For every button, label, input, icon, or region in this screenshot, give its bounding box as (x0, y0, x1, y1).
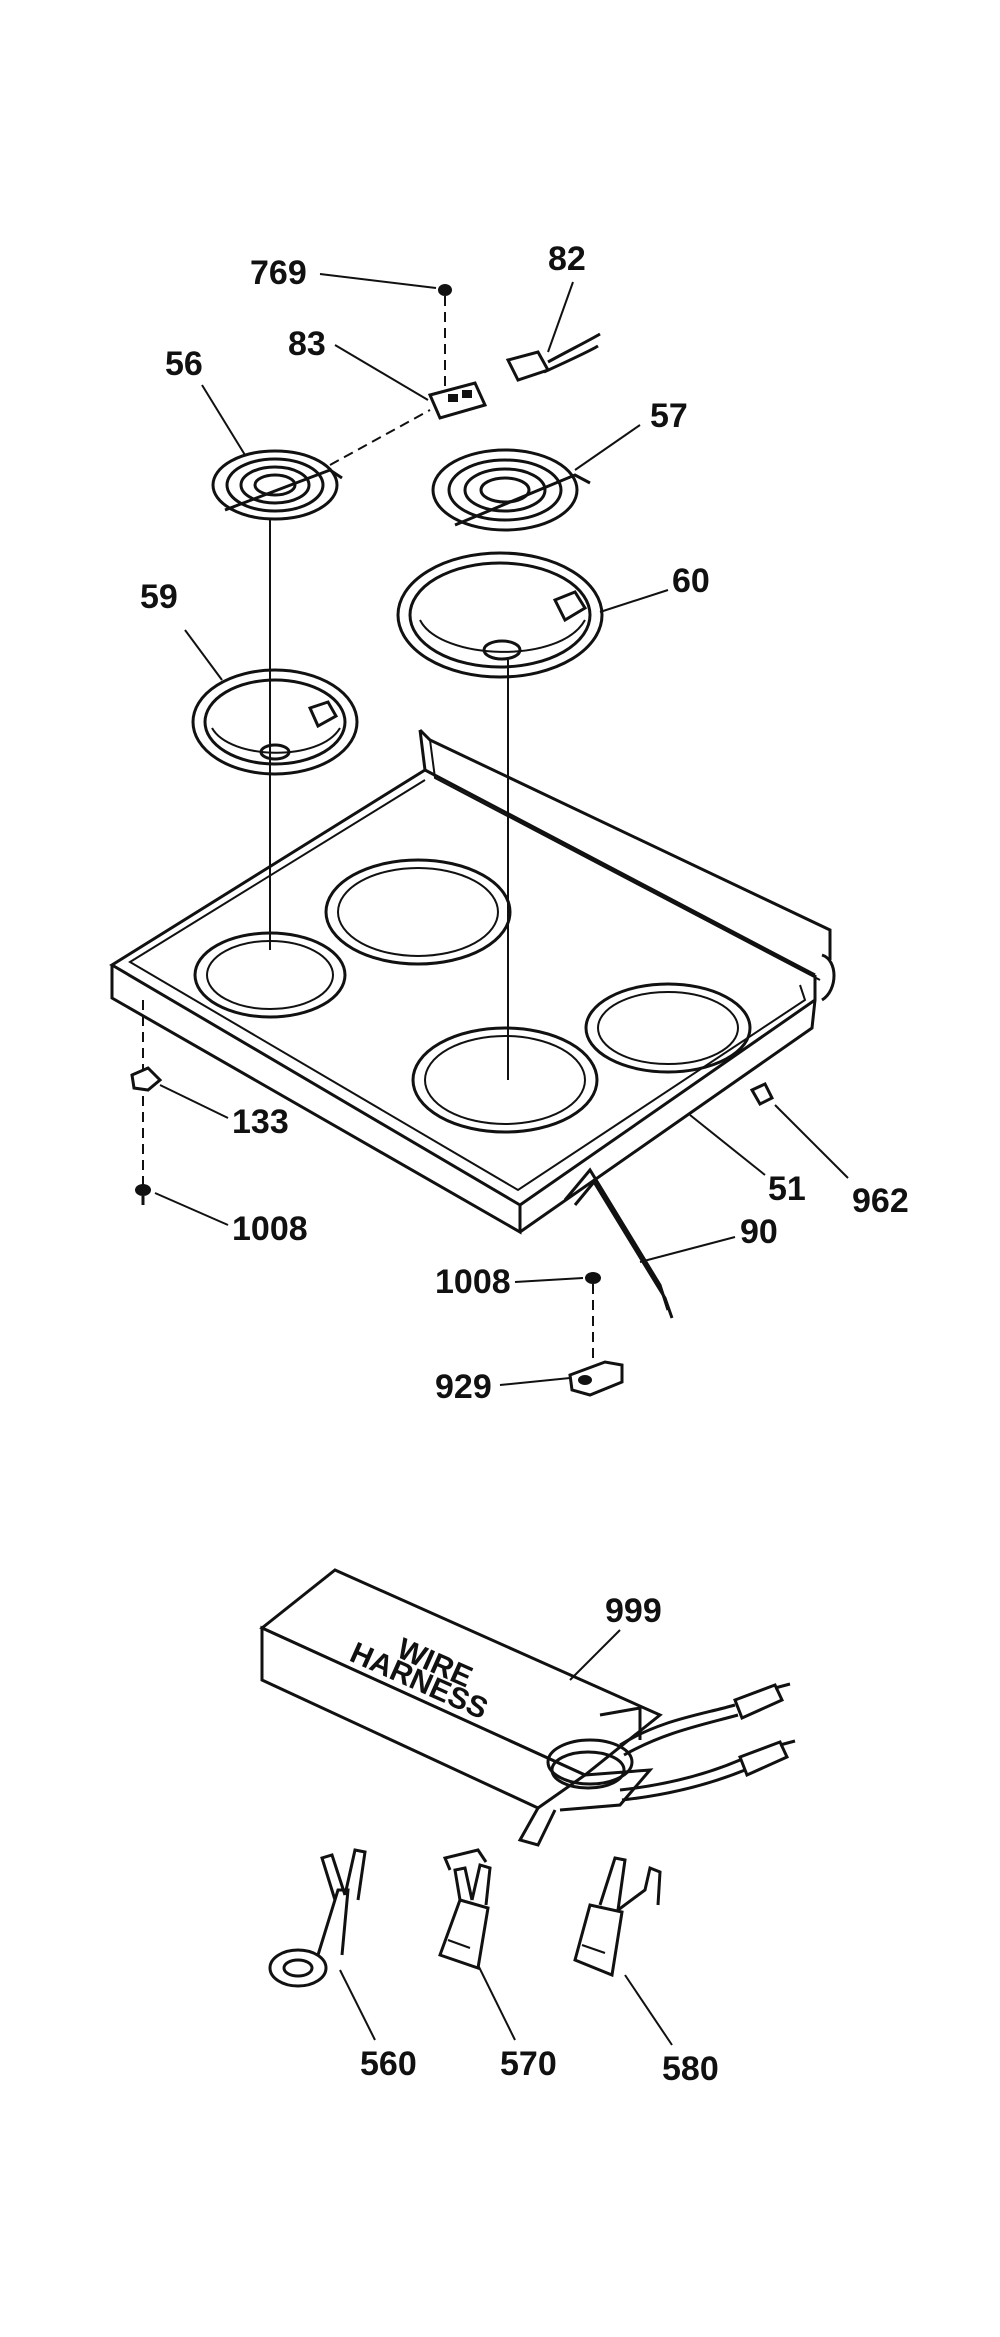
surface-element-56 (211, 449, 343, 521)
leader-560 (339, 1969, 376, 2041)
callout-929: 929 (435, 1368, 492, 1406)
screw-1008-left (135, 1184, 151, 1205)
callout-82: 82 (548, 240, 586, 278)
dash-83-56 (329, 409, 431, 466)
spade-terminal-580 (573, 1856, 662, 1978)
leader-82 (547, 281, 574, 353)
callout-769: 769 (250, 254, 307, 292)
leader-59 (184, 629, 223, 681)
screw-1008-right (585, 1272, 601, 1360)
terminal-block-83 (427, 381, 488, 420)
callout-60: 60 (672, 562, 710, 600)
callout-962: 962 (852, 1182, 909, 1220)
callout-57: 57 (650, 397, 688, 435)
leader-1008-right (514, 1277, 584, 1283)
drip-pan-59 (191, 668, 359, 776)
drip-pan-60 (396, 551, 604, 679)
cooktop-51 (109, 728, 836, 1235)
callout-580: 580 (662, 2050, 719, 2088)
callout-51: 51 (768, 1170, 806, 1208)
callout-1008-left: 1008 (232, 1210, 308, 1248)
leader-90 (639, 1236, 736, 1263)
screw-769 (438, 284, 452, 390)
leader-83 (334, 344, 429, 401)
leader-769 (319, 273, 437, 289)
callout-1008-right: 1008 (435, 1263, 511, 1301)
callout-560: 560 (360, 2045, 417, 2083)
leader-570 (477, 1964, 516, 2041)
leader-56 (201, 384, 246, 456)
wire-harness-box-999 (259, 1568, 796, 1847)
plug-82 (505, 332, 601, 382)
leader-580 (624, 1974, 673, 2046)
leader-60 (599, 589, 669, 613)
callout-59: 59 (140, 578, 178, 616)
leader-999 (569, 1629, 621, 1681)
clip-962 (749, 1082, 775, 1106)
leader-133 (159, 1084, 229, 1119)
bracket-929 (568, 1360, 624, 1397)
callout-56: 56 (165, 345, 203, 383)
leader-929 (499, 1377, 571, 1386)
leader-51 (689, 1114, 766, 1176)
leader-57 (574, 424, 641, 471)
support-rod-90 (563, 1167, 674, 1319)
ring-terminal-560 (268, 1848, 367, 1988)
surface-element-57 (431, 448, 591, 532)
callout-133: 133 (232, 1103, 289, 1141)
leader-962 (774, 1104, 849, 1179)
callout-83: 83 (288, 325, 326, 363)
leader-1008-left (154, 1192, 229, 1226)
callout-570: 570 (500, 2045, 557, 2083)
callout-90: 90 (740, 1213, 778, 1251)
nut-133 (130, 1066, 163, 1092)
spade-terminal-570 (438, 1848, 492, 1970)
callout-999: 999 (605, 1592, 662, 1630)
